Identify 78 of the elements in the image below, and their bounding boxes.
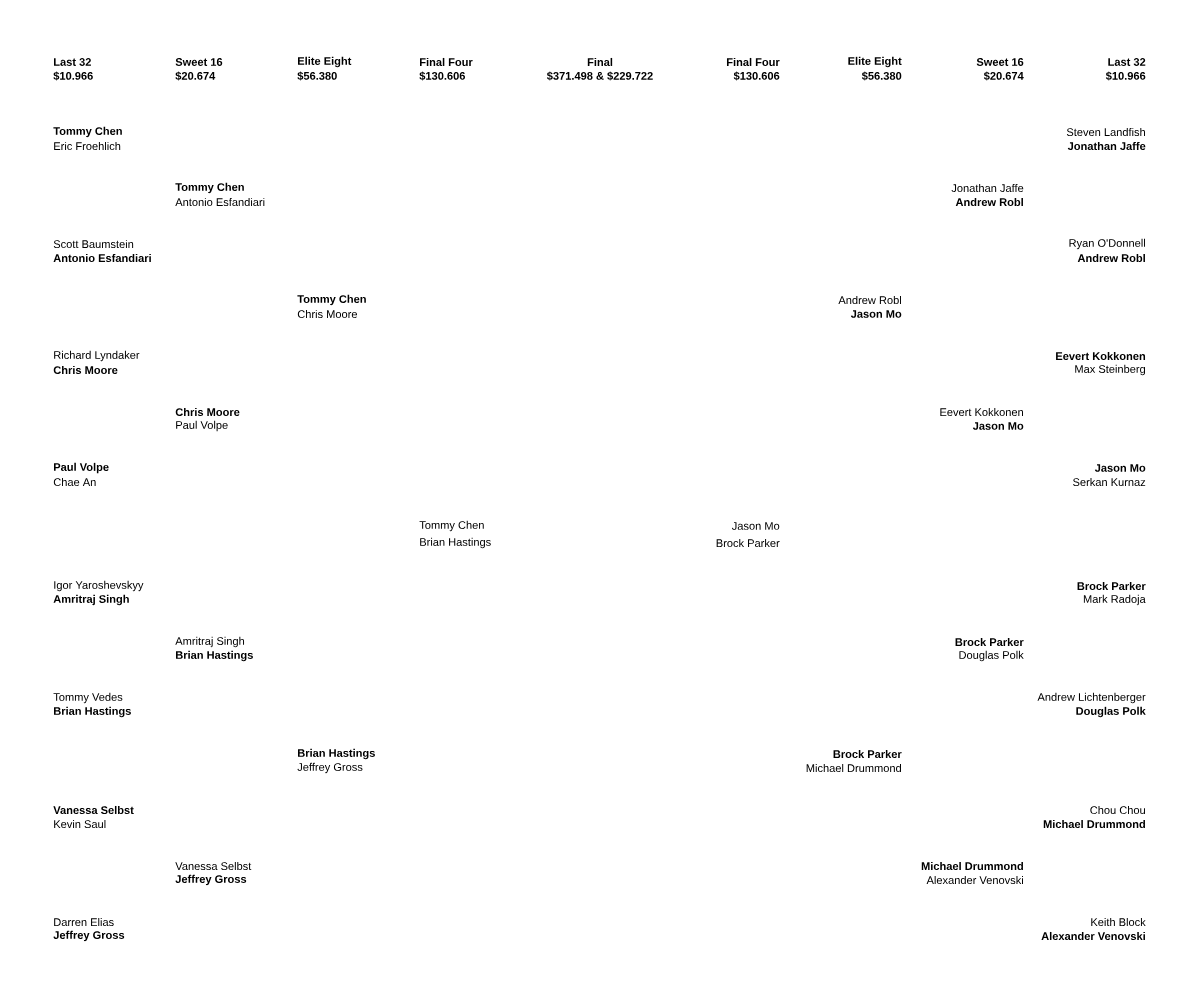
- player-name: Michael Drummond: [921, 861, 1023, 871]
- player-name: Darren Elias: [54, 917, 114, 927]
- player-name: Jason Mo: [731, 522, 780, 530]
- column-header: Sweet 16: [976, 58, 1024, 66]
- player-name: Tommy Vedes: [53, 692, 123, 704]
- player-name: Steven Landfish: [1066, 127, 1145, 137]
- player-name: Michael Drummond: [806, 763, 901, 773]
- player-name: Vanessa Selbst: [53, 805, 134, 815]
- player-name: Tommy Chen: [419, 520, 484, 532]
- player-name: Jeffrey Gross: [297, 762, 363, 774]
- prize-amount: $130.606: [419, 71, 465, 81]
- player-name: Antonio Esfandiari: [175, 197, 265, 207]
- player-name: Michael Drummond: [1043, 819, 1145, 829]
- player-name: Vanessa Selbst: [175, 861, 252, 871]
- player-name: Jeffrey Gross: [53, 930, 125, 942]
- prize-amount: $20.674: [175, 71, 216, 81]
- player-name: Brian Hastings: [54, 706, 131, 718]
- player-name: Andrew Robl: [1077, 253, 1145, 263]
- player-name: Brock Parker: [955, 637, 1024, 647]
- player-name: Amritraj Singh: [53, 594, 129, 606]
- player-name: Jason Mo: [1094, 464, 1146, 472]
- player-name: Jonathan Jaffe: [951, 183, 1024, 193]
- player-name: Jason Mo: [972, 422, 1024, 430]
- column-header: Final: [587, 57, 613, 67]
- player-name: Scott Baumstein: [53, 239, 134, 249]
- column-header: Final Four: [727, 57, 780, 67]
- player-name: Chris Moore: [175, 407, 240, 417]
- player-name: Tommy Chen: [175, 182, 244, 194]
- player-name: Tommy Chen: [297, 294, 366, 306]
- player-name: Alexander Venovski: [926, 875, 1023, 885]
- player-name: Andrew Lichtenberger: [1037, 692, 1146, 704]
- column-header: Last 32: [1108, 58, 1146, 66]
- player-name: Chris Moore: [53, 365, 118, 375]
- prize-amount: $56.380: [297, 71, 337, 81]
- prize-amount: $10.966: [53, 71, 93, 81]
- player-name: Paul Volpe: [54, 462, 109, 474]
- player-name: Jason Mo: [850, 310, 902, 318]
- player-name: Paul Volpe: [176, 420, 228, 432]
- player-name: Tommy Chen: [53, 126, 122, 138]
- player-name: Amritraj Singh: [175, 636, 245, 648]
- player-name: Andrew Robl: [838, 295, 901, 305]
- column-header: Sweet 16: [175, 58, 223, 66]
- player-name: Eevert Kokkonen: [940, 407, 1023, 417]
- player-name: Serkan Kurnaz: [1073, 477, 1146, 487]
- column-header: Final Four: [420, 57, 473, 67]
- player-name: Mark Radoja: [1083, 594, 1146, 606]
- player-name: Brian Hastings: [298, 748, 375, 760]
- player-name: Andrew Robl: [955, 197, 1023, 207]
- player-name: Kevin Saul: [54, 819, 106, 829]
- player-name: Douglas Polk: [1076, 706, 1146, 718]
- player-name: Jonathan Jaffe: [1067, 141, 1146, 151]
- player-name: Brian Hastings: [176, 650, 253, 662]
- player-name: Chris Moore: [297, 309, 358, 319]
- player-name: Ryan O'Donnell: [1069, 238, 1145, 250]
- prize-amount: $130.606: [733, 71, 780, 81]
- column-header: Elite Eight: [298, 56, 352, 68]
- player-name: Max Steinberg: [1075, 364, 1145, 376]
- player-name: Chou Chou: [1090, 805, 1145, 815]
- player-name: Chae An: [53, 477, 96, 487]
- prize-amount: $56.380: [861, 71, 902, 81]
- player-name: Brock Parker: [1077, 581, 1146, 591]
- player-name: Douglas Polk: [959, 650, 1024, 662]
- column-header: Elite Eight: [848, 56, 902, 68]
- player-name: Brian Hastings: [420, 537, 491, 549]
- player-name: Antonio Esfandiari: [53, 253, 151, 263]
- player-name: Keith Block: [1091, 917, 1146, 927]
- player-name: Igor Yaroshevskyy: [54, 580, 144, 592]
- player-name: Eevert Kokkonen: [1056, 351, 1146, 361]
- player-name: Brock Parker: [716, 538, 780, 548]
- player-name: Alexander Venovski: [1041, 931, 1145, 941]
- player-name: Jeffrey Gross: [175, 874, 247, 886]
- player-name: Brock Parker: [833, 749, 902, 759]
- player-name: Eric Froehlich: [54, 141, 121, 151]
- prize-amount: $10.966: [1105, 71, 1146, 81]
- prize-amount: $20.674: [983, 71, 1024, 81]
- prize-amount: $371.498 & $229.722: [546, 71, 653, 81]
- player-name: Richard Lyndaker: [54, 350, 140, 362]
- column-header: Last 32: [54, 58, 91, 66]
